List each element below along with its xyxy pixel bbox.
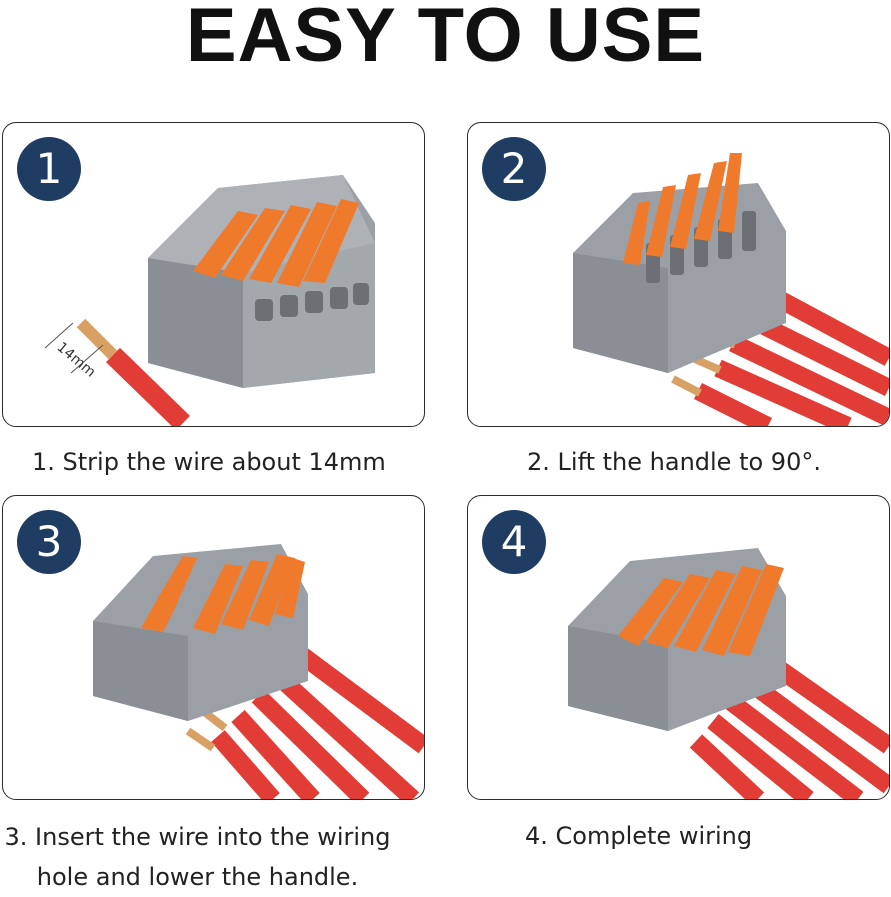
wago-connector <box>93 544 308 721</box>
wago-connector <box>568 548 786 731</box>
step-3-panel: 3 <box>2 495 425 800</box>
wago-connector <box>573 153 786 373</box>
step-1-panel: 14mm 1 <box>2 122 425 427</box>
connector-complete-illustration <box>568 548 889 799</box>
step-2-panel: 2 <box>467 122 890 427</box>
step-3-caption-line1: 3. Insert the wire into the wiring <box>4 823 391 851</box>
step-2-badge: 2 <box>482 137 546 201</box>
step-3-caption: 3. Insert the wire into the wiring hole … <box>0 817 395 897</box>
connector-insert-illustration <box>93 544 424 799</box>
wires <box>185 648 424 799</box>
connector-illustration: 14mm <box>44 175 375 426</box>
step-2-caption: 2. Lift the handle to 90°. <box>527 448 821 476</box>
step-4-panel: 4 <box>467 495 890 800</box>
step-3-badge: 3 <box>17 510 81 574</box>
wires <box>689 653 889 799</box>
strip-length-label: 14mm <box>54 339 99 380</box>
step-3-caption-line2: hole and lower the handle. <box>36 863 359 891</box>
step-1-badge: 1 <box>17 137 81 201</box>
page-title: EASY TO USE <box>185 0 706 78</box>
wago-connector <box>148 175 375 388</box>
step-4-caption: 4. Complete wiring <box>525 822 753 850</box>
step-1-caption: 1. Strip the wire about 14mm <box>32 448 386 476</box>
step-4-badge: 4 <box>482 510 546 574</box>
connector-lifted-illustration <box>573 153 889 426</box>
wires <box>671 277 889 426</box>
